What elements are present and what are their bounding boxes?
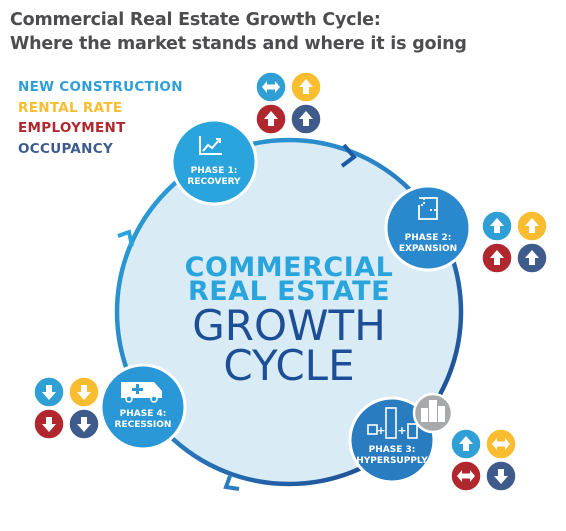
title-line-2: Where the market stands and where it is … — [10, 34, 467, 54]
employment-up-arrow-icon — [255, 103, 287, 135]
occupancy-down-arrow-icon — [485, 460, 517, 492]
cycle-arrow-top-right — [340, 143, 357, 168]
employment-up-arrow-icon — [481, 242, 513, 274]
center-title-line2: REAL ESTATE — [188, 276, 390, 307]
page-title: Commercial Real Estate Growth Cycle: Whe… — [10, 8, 467, 56]
legend-item-occupancy: OCCUPANCY — [18, 140, 114, 157]
rental-rate-down-arrow-icon — [68, 376, 100, 408]
buildings-icon: + + — [367, 407, 418, 439]
employment-both-ways-arrow-icon — [450, 460, 482, 492]
phase-4-label: PHASE 4: — [120, 409, 167, 419]
cycle-inner-disc — [117, 140, 461, 484]
center-title-line4: CYCLE — [223, 341, 354, 390]
employment-down-arrow-icon — [33, 408, 65, 440]
phase-2-label: PHASE 2: — [405, 233, 452, 243]
phase-2-node: PHASE 2: EXPANSION — [384, 184, 472, 272]
phase-3-indicators — [450, 428, 517, 492]
title-line-1: Commercial Real Estate Growth Cycle: — [10, 10, 381, 30]
phase-2-name: EXPANSION — [399, 244, 457, 254]
phase-1-node: PHASE 1: RECOVERY — [170, 118, 258, 206]
legend: NEW CONSTRUCTION RENTAL RATE EMPLOYMENT … — [18, 77, 183, 159]
svg-text:+: + — [376, 424, 385, 437]
ambulance-icon — [121, 382, 162, 403]
phase-2-indicators — [481, 210, 548, 274]
new-construction-up-arrow-icon — [481, 210, 513, 242]
phase-4-indicators — [33, 376, 100, 440]
phase-3-node: + + PHASE 3: HYPERSUPPLY — [348, 396, 436, 484]
center-title-line3: GROWTH — [192, 301, 386, 350]
phase-3-label: PHASE 3: — [369, 445, 416, 455]
svg-text:+: + — [397, 424, 406, 437]
occupancy-down-arrow-icon — [68, 408, 100, 440]
rental-rate-both-ways-arrow-icon — [485, 428, 517, 460]
rental-rate-up-arrow-icon — [516, 210, 548, 242]
phase-1-label: PHASE 1: — [191, 166, 238, 176]
legend-item-employment: EMPLOYMENT — [18, 120, 126, 136]
new-construction-both-ways-arrow-icon — [255, 71, 287, 103]
rental-rate-up-arrow-icon — [290, 71, 322, 103]
legend-item-rental-rate: RENTAL RATE — [18, 99, 123, 116]
new-construction-down-arrow-icon — [33, 376, 65, 408]
city-skyline-icon — [412, 392, 454, 434]
phase-4-name: RECESSION — [115, 420, 172, 430]
occupancy-up-arrow-icon — [516, 242, 548, 274]
center-title-line1: COMMERCIAL — [185, 252, 394, 283]
new-construction-up-arrow-icon — [450, 428, 482, 460]
occupancy-up-arrow-icon — [290, 103, 322, 135]
phase-1-indicators — [255, 71, 322, 135]
phase-3-name: HYPERSUPPLY — [356, 456, 428, 466]
cycle-ring — [114, 137, 464, 487]
phase-1-name: RECOVERY — [187, 177, 241, 187]
cycle-arrow-bottom — [223, 475, 240, 491]
phase-4-node: PHASE 4: RECESSION — [99, 363, 187, 451]
legend-item-new-construction: NEW CONSTRUCTION — [18, 79, 183, 95]
trend-chart-icon — [199, 136, 222, 155]
blueprint-icon — [418, 197, 438, 220]
cycle-arrow-left — [117, 229, 134, 247]
